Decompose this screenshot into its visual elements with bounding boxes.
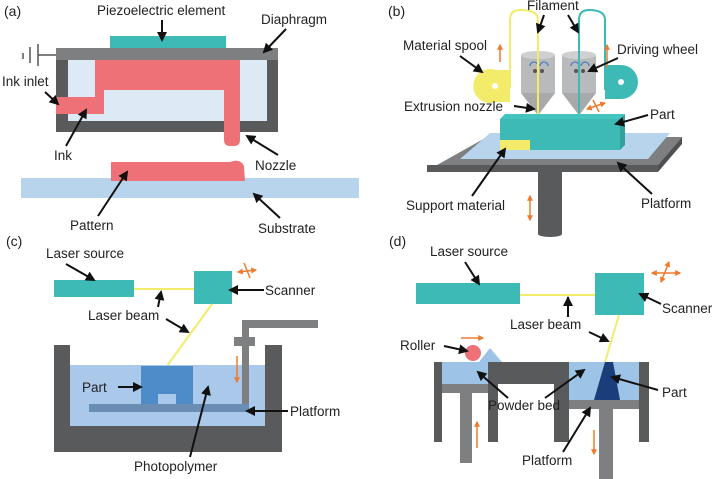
filament-teal bbox=[578, 8, 606, 114]
panel-a-tag: (a) bbox=[4, 3, 21, 19]
label-laser-beam: Laser beam bbox=[88, 308, 159, 323]
platform bbox=[89, 404, 249, 412]
label-scanner: Scanner bbox=[265, 283, 316, 298]
xy-motion-icon bbox=[585, 99, 607, 113]
panel-b-tag: (b) bbox=[388, 3, 405, 19]
ground-icon bbox=[22, 44, 56, 66]
xy-motion-icon bbox=[236, 262, 258, 279]
roller bbox=[465, 345, 481, 361]
label-driving-wheel: Driving wheel bbox=[617, 42, 698, 57]
feed-platform bbox=[442, 384, 488, 393]
label-platform: Platform bbox=[641, 196, 691, 211]
material-spool-teal bbox=[604, 65, 638, 99]
material-spool-yellow bbox=[473, 69, 510, 103]
panel-a-inkjet: (a) Piezoelectric element Diaphragm Ink … bbox=[2, 3, 359, 236]
platform-stand bbox=[538, 170, 562, 234]
substrate bbox=[21, 178, 359, 198]
part bbox=[594, 362, 620, 400]
scanner bbox=[595, 273, 644, 315]
label-platform: Platform bbox=[522, 453, 572, 468]
label-substrate: Substrate bbox=[258, 221, 316, 236]
powder-bed-feed bbox=[442, 362, 488, 384]
diaphragm bbox=[56, 48, 278, 60]
panel-c-tag: (c) bbox=[6, 233, 22, 249]
label-ink-inlet: Ink inlet bbox=[2, 74, 49, 89]
support-material bbox=[500, 140, 530, 150]
laser-beam-diagonal bbox=[166, 303, 213, 367]
resin-vat bbox=[54, 345, 282, 452]
label-photopolymer: Photopolymer bbox=[134, 459, 218, 474]
label-powder-bed: Powder bed bbox=[488, 398, 560, 413]
label-pattern: Pattern bbox=[70, 218, 114, 233]
panel-b-fdm: (b) bbox=[388, 0, 698, 237]
filament-yellow bbox=[509, 8, 539, 114]
laser-source bbox=[54, 280, 134, 297]
label-laser-source: Laser source bbox=[46, 246, 124, 261]
panel-d-tag: (d) bbox=[389, 233, 406, 249]
panel-c-sla: (c) Laser source Scanner Laser beam Part bbox=[6, 233, 340, 474]
piezoelectric-element bbox=[110, 36, 226, 48]
label-part: Part bbox=[650, 107, 675, 122]
part bbox=[141, 366, 193, 404]
build-platform bbox=[569, 400, 639, 409]
scanner bbox=[194, 271, 232, 304]
label-laser-source: Laser source bbox=[430, 244, 508, 259]
label-laser-beam: Laser beam bbox=[510, 317, 581, 332]
label-piezoelectric-element: Piezoelectric element bbox=[97, 3, 226, 18]
label-filament: Filament bbox=[527, 0, 579, 13]
ink bbox=[56, 60, 240, 146]
panel-d-sls: (d) Laser source bbox=[389, 233, 713, 479]
laser-source bbox=[416, 283, 520, 304]
laser-beam-diagonal bbox=[604, 314, 620, 363]
label-material-spool: Material spool bbox=[403, 38, 487, 53]
label-platform: Platform bbox=[290, 404, 340, 419]
label-scanner: Scanner bbox=[662, 301, 713, 316]
label-support-material: Support material bbox=[406, 198, 505, 213]
label-part: Part bbox=[82, 380, 107, 395]
xy-motion-icon bbox=[650, 260, 682, 284]
label-ink: Ink bbox=[54, 148, 72, 163]
label-roller: Roller bbox=[400, 338, 436, 353]
label-extrusion-nozzle: Extrusion nozzle bbox=[404, 99, 503, 114]
powder-heap bbox=[479, 348, 502, 362]
label-nozzle: Nozzle bbox=[255, 158, 296, 173]
label-part: Part bbox=[662, 385, 687, 400]
label-diaphragm: Diaphragm bbox=[261, 12, 327, 27]
pattern bbox=[111, 160, 245, 181]
